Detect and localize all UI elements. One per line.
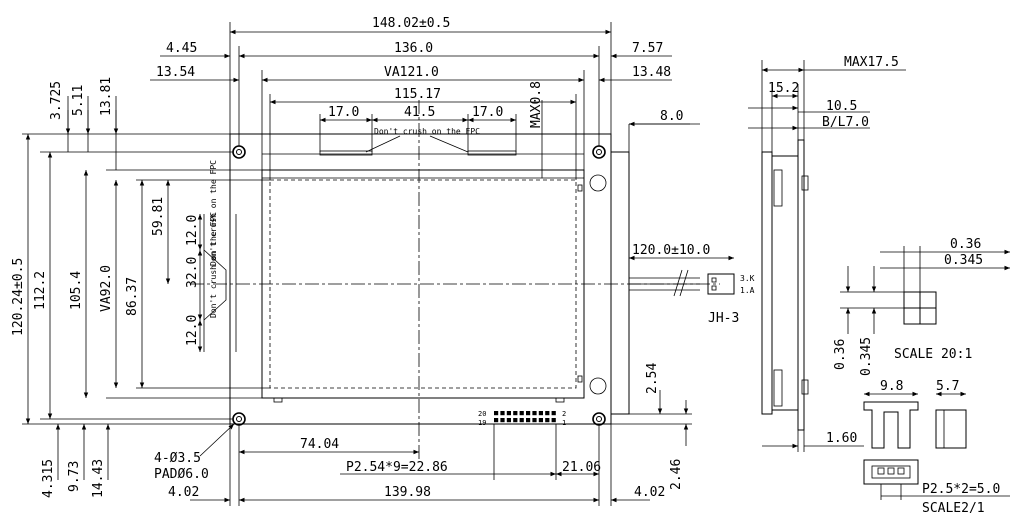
pin-label-19: 19 [478, 419, 486, 427]
dim-pad-v-0-345: 0.345 [859, 337, 874, 376]
dim-2-46: 2.46 [669, 459, 684, 490]
header-pin [538, 418, 543, 423]
dim-1-60: 1.60 [826, 431, 857, 446]
header-pin [532, 418, 537, 423]
dim-10-5: 10.5 [826, 99, 857, 114]
pin-label-20: 20 [478, 410, 486, 418]
header-pin [526, 418, 531, 423]
dim-max-17-5: MAX17.5 [844, 55, 899, 70]
dim-fpc-left: 17.0 [328, 105, 359, 120]
connector-detail: 9.8 5.7 P2.5*2=5.0 SCALE2/1 [863, 379, 1010, 516]
header-pin [506, 411, 511, 416]
fpc-warning-side-upper: Don't crush on the FPC [209, 160, 218, 266]
header-pin [545, 418, 550, 423]
dim-fpc-mid: 41.5 [404, 105, 435, 120]
dim-4-02-left: 4.02 [168, 485, 199, 500]
header-pin [519, 418, 524, 423]
dim-4-45: 4.45 [166, 41, 197, 56]
dim-fpc-12-bottom: 12.0 [185, 315, 200, 346]
header-pin [494, 411, 499, 416]
dim-conn-9-8: 9.8 [880, 379, 903, 394]
fpc-warning-top: Don't crush on the FPC [374, 127, 480, 136]
dim-conn-pitch: P2.5*2=5.0 [922, 482, 1000, 497]
dim-conn-5-7: 5.7 [936, 379, 959, 394]
label-connector: JH-3 [708, 311, 739, 326]
dim-max-0-8: MAX0.8 [529, 81, 544, 128]
dim-pad-0-36: 0.36 [950, 237, 981, 252]
cable-pin-1a: 1.A [740, 286, 755, 295]
dim-pitch: P2.54*9=22.86 [346, 460, 448, 475]
dim-overall-height: 120.24±0.5 [11, 258, 26, 336]
label-scale-2-1: SCALE2/1 [922, 501, 985, 516]
dim-112-2: 112.2 [33, 271, 48, 310]
dim-136: 136.0 [394, 41, 433, 56]
header-pin [551, 411, 556, 416]
front-view: 20 19 2 1 148.02±0.5 136.0 4.45 13.54 7.… [11, 16, 755, 506]
dim-13-54: 13.54 [156, 65, 195, 80]
dim-fpc-right: 17.0 [472, 105, 503, 120]
dim-overall-width: 148.02±0.5 [372, 16, 450, 31]
header-pin [513, 411, 518, 416]
dim-7-57: 7.57 [632, 41, 663, 56]
dim-va-height: VA92.0 [99, 265, 114, 312]
dim-139-98: 139.98 [384, 485, 431, 500]
dim-74-04: 74.04 [300, 437, 339, 452]
dim-cable-length: 120.0±10.0 [632, 243, 710, 258]
header-pin [526, 411, 531, 416]
dim-va-width: VA121.0 [384, 65, 439, 80]
header-pin [545, 411, 550, 416]
dim-9-73: 9.73 [67, 461, 82, 492]
label-pad: PADØ6.0 [154, 467, 209, 482]
dim-13-81: 13.81 [99, 77, 114, 116]
dim-5-11: 5.11 [71, 85, 86, 116]
dim-13-48: 13.48 [632, 65, 671, 80]
label-scale-20-1: SCALE 20:1 [894, 347, 972, 362]
cable-pin-3k: 3.K [740, 274, 755, 283]
dim-2-54: 2.54 [645, 363, 660, 394]
dim-bl-7-0: B/L7.0 [822, 115, 869, 130]
dim-fpc-12-top: 12.0 [185, 215, 200, 246]
dim-3-725: 3.725 [49, 81, 64, 120]
dim-pad-v-0-36: 0.36 [833, 339, 848, 370]
header-pin [500, 418, 505, 423]
header-pin [494, 418, 499, 423]
dim-86-37: 86.37 [125, 277, 140, 316]
fpc-hatch-top [319, 150, 517, 156]
dim-115-17: 115.17 [394, 87, 441, 102]
header-pin [538, 411, 543, 416]
pad-detail: 0.36 0.345 0.36 0.345 SCALE 20:1 [833, 237, 1010, 376]
header-pin [551, 418, 556, 423]
fpc-warning-side-lower: Don't crush on the FPC [209, 212, 218, 318]
dim-fpc-32: 32.0 [185, 257, 200, 288]
dim-15-2: 15.2 [768, 81, 799, 96]
header-pin [506, 418, 511, 423]
dim-8-0: 8.0 [660, 109, 683, 124]
dim-21-06: 21.06 [562, 460, 601, 475]
pin-label-2: 2 [562, 410, 566, 418]
pin-label-1: 1 [562, 419, 566, 427]
dim-4-315: 4.315 [41, 459, 56, 498]
header-pin [513, 418, 518, 423]
pin-header: 20 19 2 1 [478, 410, 566, 427]
label-holes: 4-Ø3.5 [154, 451, 201, 466]
side-view: MAX17.5 15.2 10.5 B/L7.0 1.60 [748, 55, 906, 452]
dim-59-81: 59.81 [151, 197, 166, 236]
dim-14-43: 14.43 [91, 459, 106, 498]
header-pin [500, 411, 505, 416]
dim-4-02-right: 4.02 [634, 485, 665, 500]
header-pin [532, 411, 537, 416]
dim-pad-0-345: 0.345 [944, 253, 983, 268]
header-pin [519, 411, 524, 416]
dim-105-4: 105.4 [69, 271, 84, 310]
